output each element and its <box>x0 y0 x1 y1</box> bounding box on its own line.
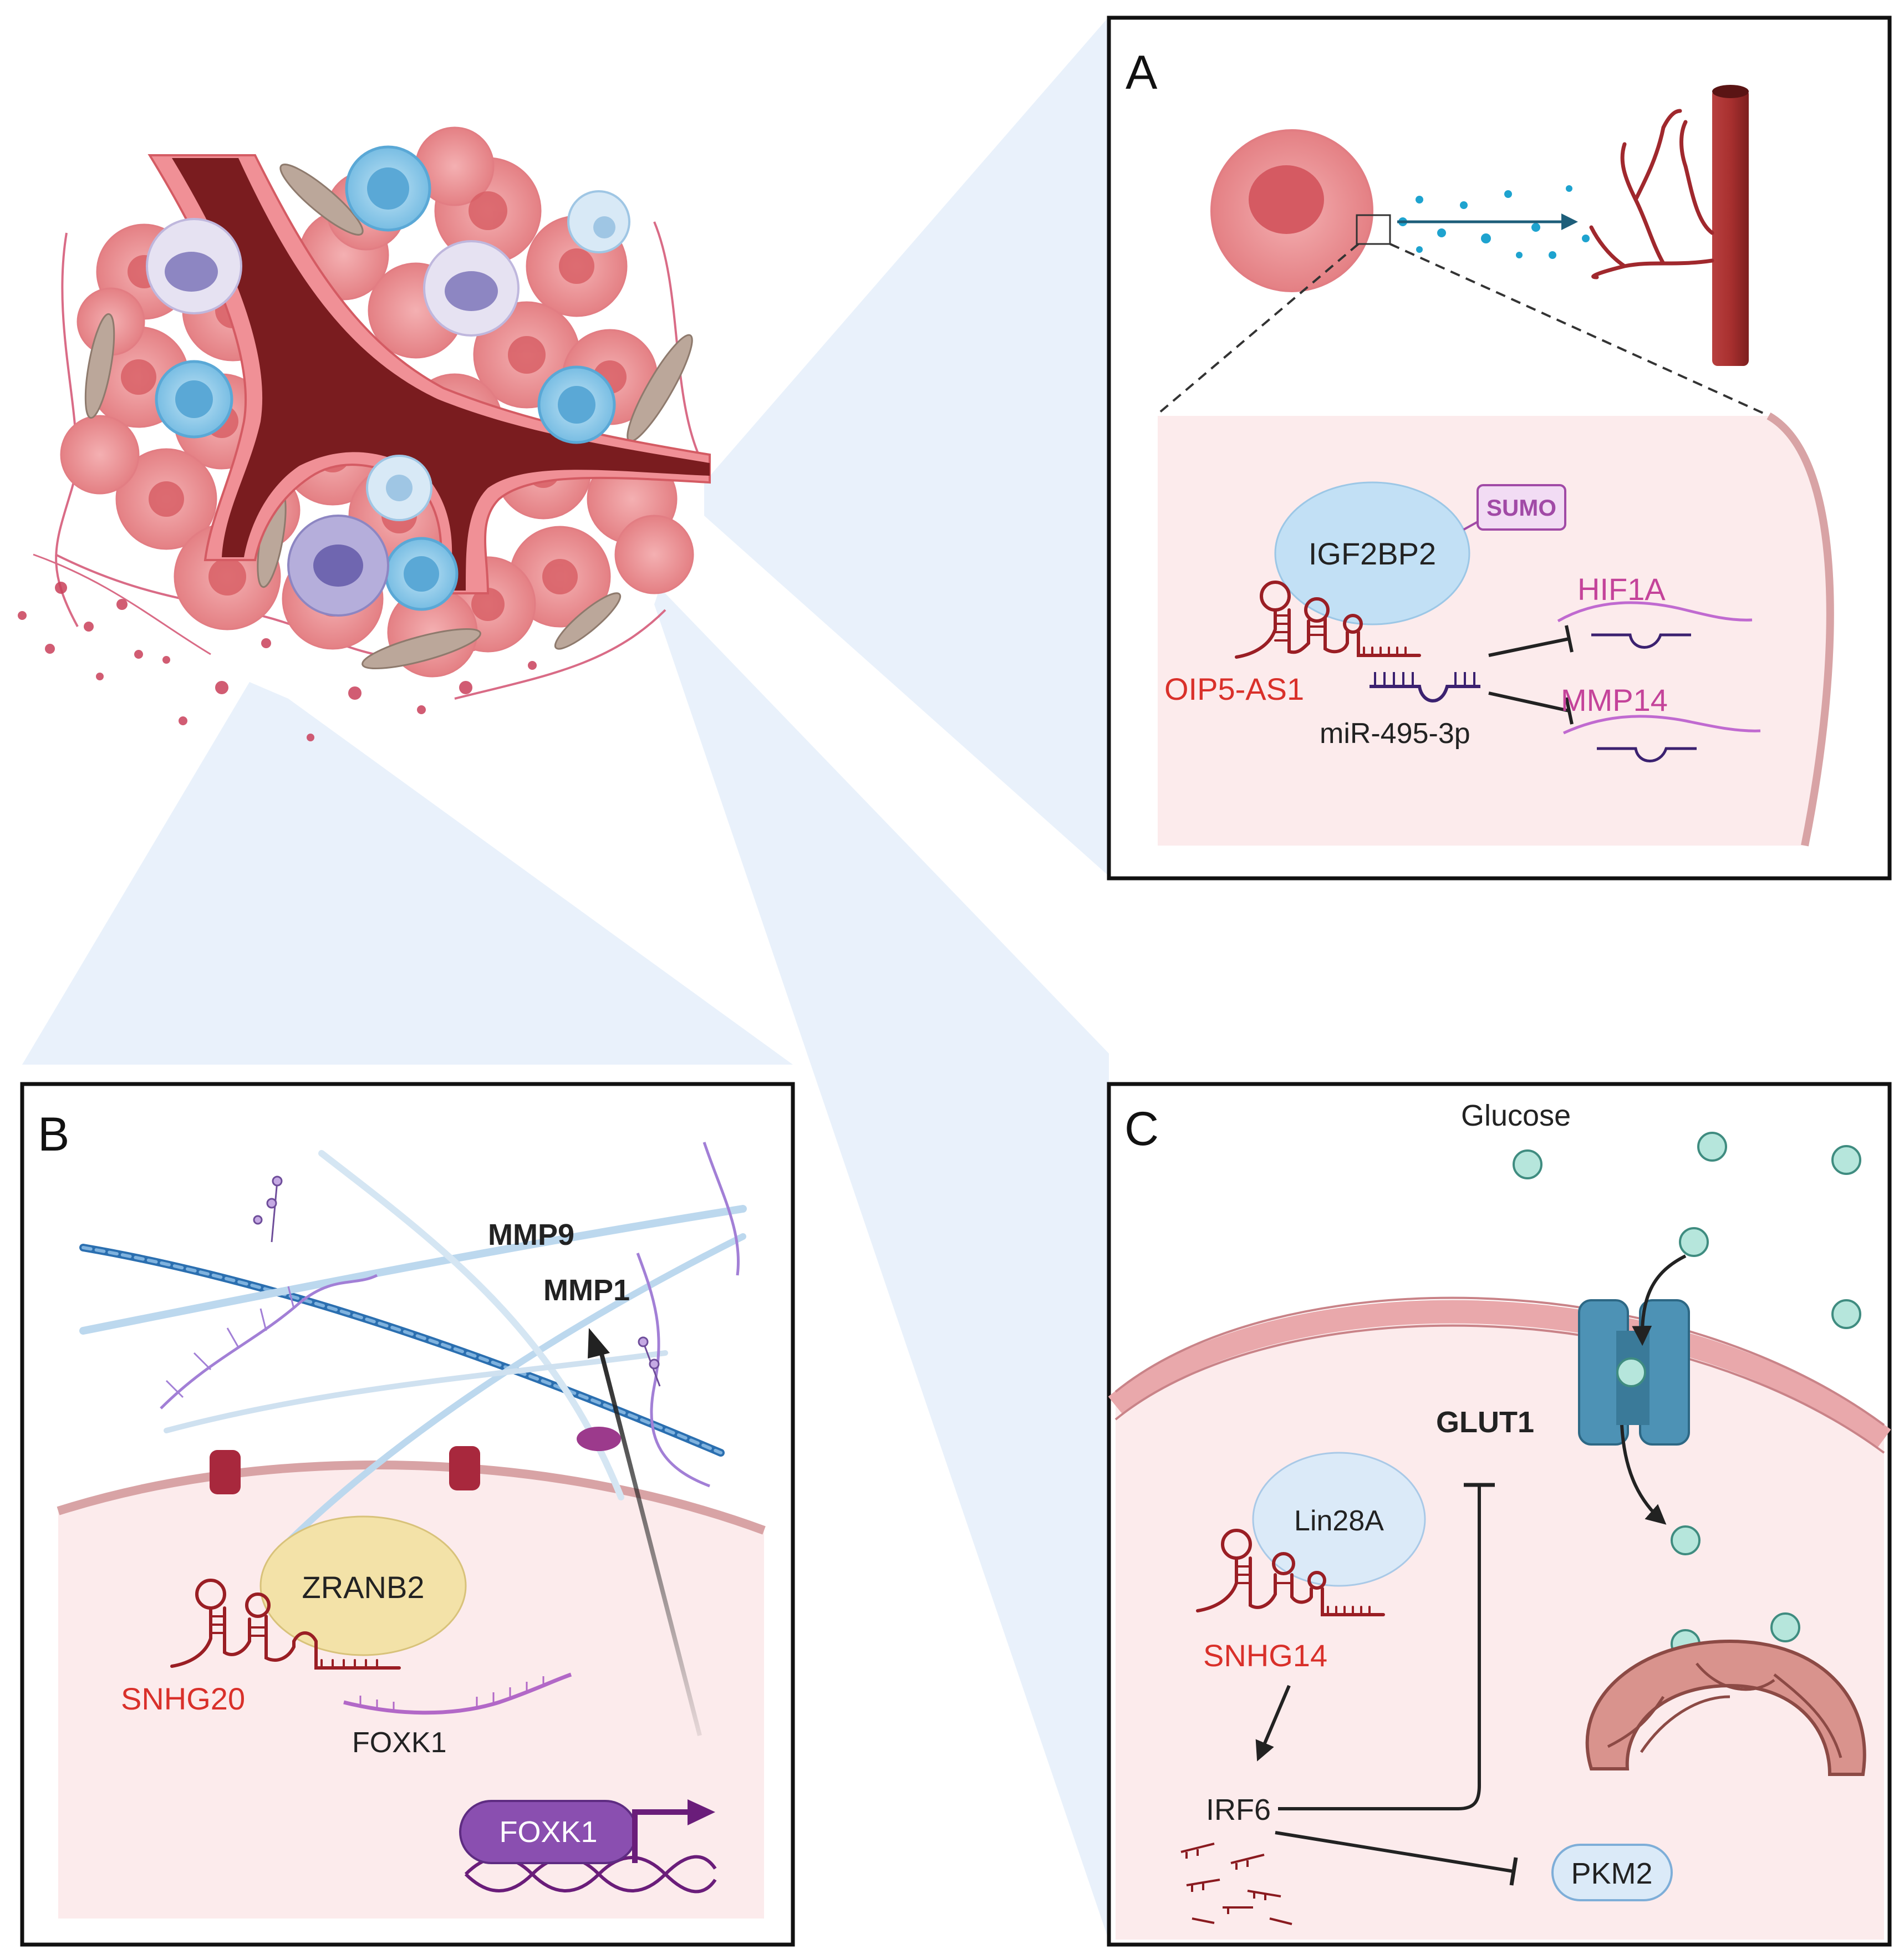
tumor-cell-icon <box>1210 129 1391 292</box>
glucose-label: Glucose <box>1461 1099 1571 1132</box>
snhg14-label: SNHG14 <box>1203 1638 1327 1673</box>
foxk1-tf-label: FOXK1 <box>499 1815 597 1849</box>
lin28a-label: Lin28A <box>1294 1505 1384 1537</box>
zranb2-protein <box>259 1515 467 1656</box>
secreted-particles <box>1398 185 1590 259</box>
panel-letter-b: B <box>38 1108 69 1161</box>
panel-a: A IGF2BP2 <box>1107 16 1892 881</box>
transporter-icon <box>1578 1299 1690 1446</box>
mmp9-label: MMP9 <box>488 1218 574 1251</box>
panel-letter-a: A <box>1126 46 1158 99</box>
mmp1-label: MMP1 <box>543 1274 630 1307</box>
rna-hairpin-icon <box>170 1579 401 1670</box>
sugar-chain-icon <box>253 1176 661 1387</box>
foxk1-mrna-label: FOXK1 <box>352 1727 447 1759</box>
snhg20-label: SNHG20 <box>121 1681 245 1716</box>
pkm2-label: PKM2 <box>1571 1857 1652 1890</box>
blood-vessel-icon <box>1589 85 1749 366</box>
panel-b: B MMP9 MMP1 <box>20 1082 795 1947</box>
mmp14-label: MMP14 <box>1561 683 1668 718</box>
pkm2-enzyme <box>1551 1844 1673 1901</box>
rna-hairpin-icon <box>1235 581 1421 659</box>
igf2bp2-label: IGF2BP2 <box>1309 536 1436 571</box>
zoom-wedges <box>22 17 1109 1941</box>
irf6-label: IRF6 <box>1206 1793 1271 1826</box>
panel-c: C Glucose GLUT1 Lin28A <box>1107 1082 1892 1947</box>
rna-hairpin-icon <box>1196 1529 1385 1616</box>
mirna-icon <box>1370 672 1480 703</box>
glut1-label: GLUT1 <box>1436 1406 1534 1439</box>
tumor-microenvironment <box>18 126 711 741</box>
mrna-icon <box>343 1672 572 1715</box>
mitochondrion-icon <box>1585 1639 1866 1776</box>
zranb2-label: ZRANB2 <box>302 1570 425 1605</box>
collagen-fiber-icon <box>79 1150 747 1556</box>
sumo-label: SUMO <box>1486 495 1556 521</box>
sumo-tag <box>1477 484 1566 531</box>
fibroblast-icon <box>84 164 693 670</box>
immune-cell-icon <box>146 145 630 617</box>
mir-495-3p-label: miR-495-3p <box>1320 718 1470 750</box>
panel-letter-c: C <box>1124 1102 1159 1156</box>
lin28a-protein <box>1252 1452 1426 1587</box>
igf2bp2-protein <box>1274 481 1470 625</box>
proteoglycan-icon <box>160 1142 740 1488</box>
rna-fragments-icon <box>1180 1843 1292 1925</box>
oip5-as1-label: OIP5-AS1 <box>1164 671 1304 706</box>
hif1a-label: HIF1A <box>1577 572 1666 607</box>
mrna-icon <box>1557 601 1761 735</box>
